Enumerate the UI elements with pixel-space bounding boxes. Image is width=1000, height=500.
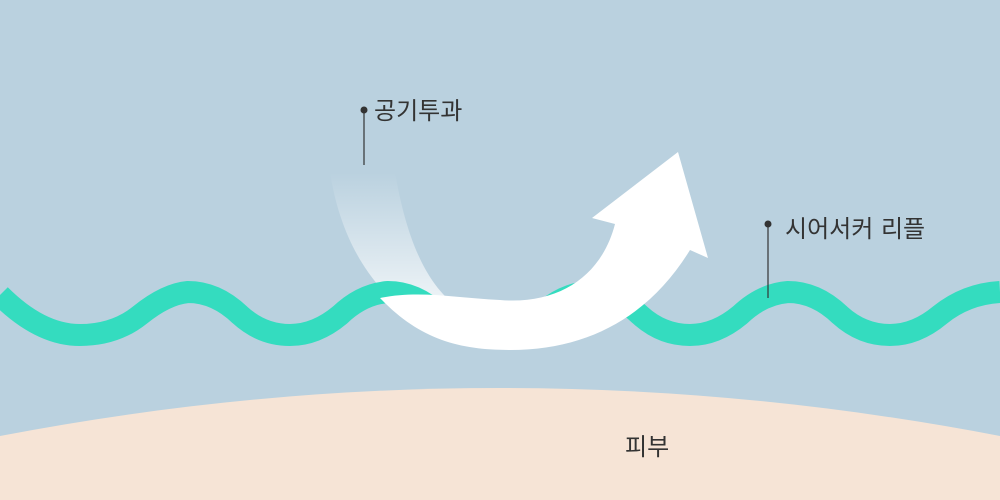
airflow-arrow-tail xyxy=(330,172,505,345)
label-air-permeability: 공기투과 xyxy=(374,97,463,125)
label-seersucker-ripple: 시어서커 리플 xyxy=(785,215,926,243)
label-skin: 피부 xyxy=(625,433,670,461)
skin-surface xyxy=(0,388,1000,500)
airflow-arrow-body xyxy=(380,152,708,350)
